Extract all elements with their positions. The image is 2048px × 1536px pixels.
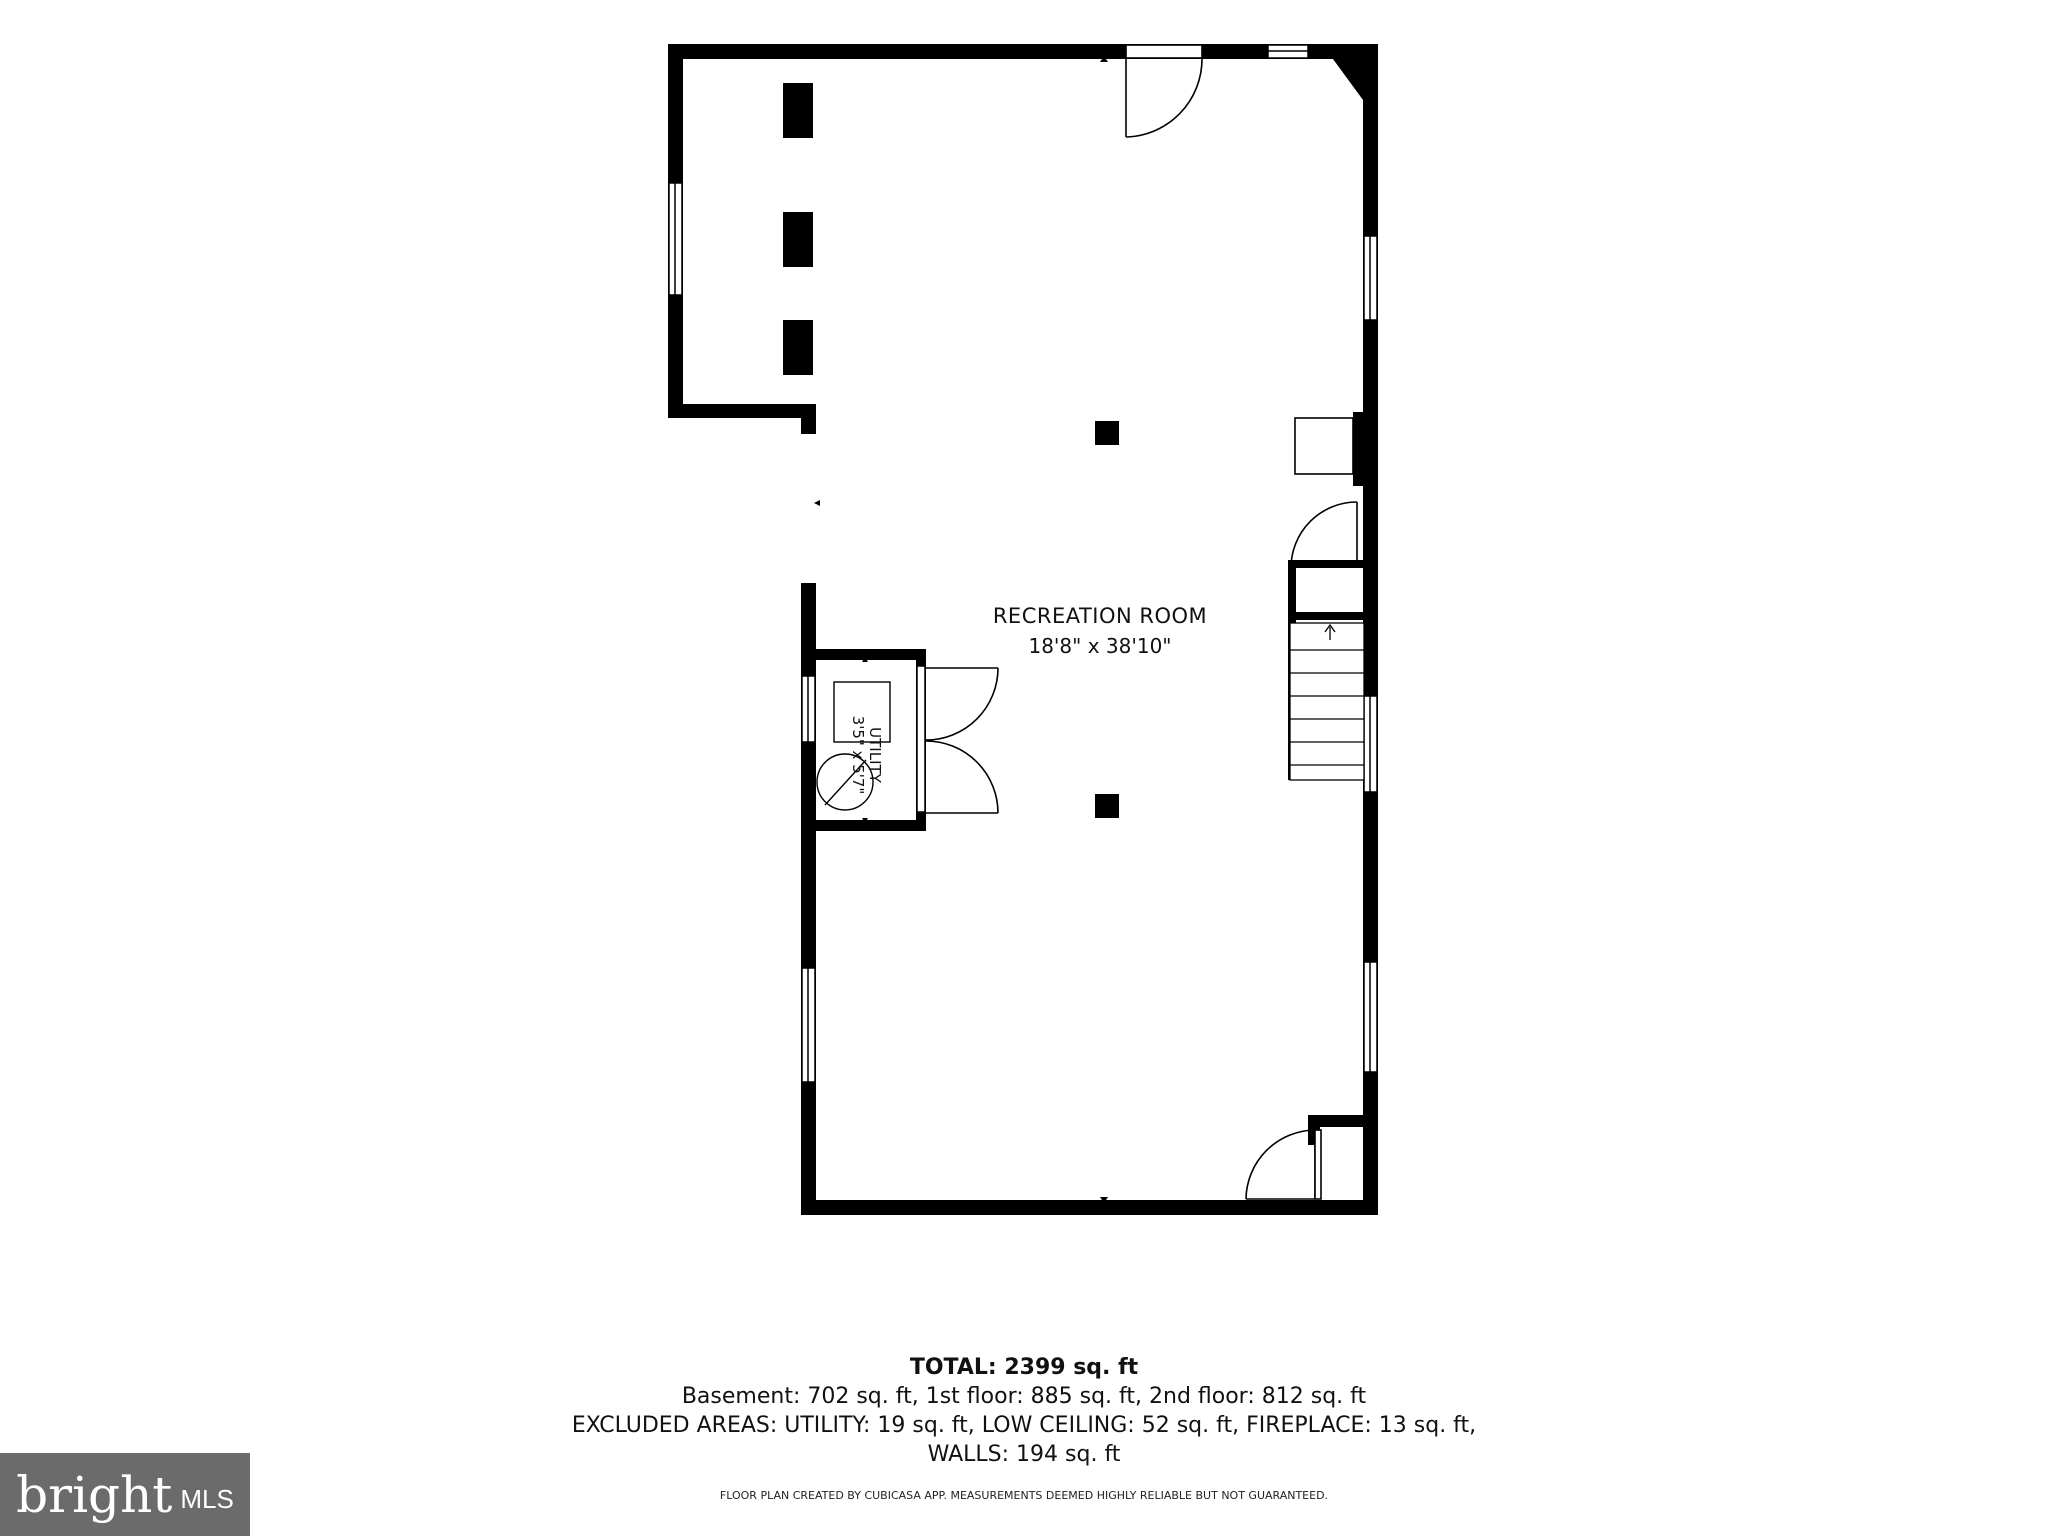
bright-mls-logo: bright MLS [0,1453,250,1536]
fireplace-hearth [1294,417,1354,475]
alcove-block-3 [783,320,813,375]
room-name: RECREATION ROOM [992,604,1208,628]
stairs-outline [1289,622,1365,781]
disclaimer: FLOOR PLAN CREATED BY CUBICASA APP. MEAS… [719,1489,1329,1502]
utility-label: UTILITY 3'5" x 5'7" [849,695,884,815]
water-heater-circle [816,753,874,811]
excluded-areas: EXCLUDED AREAS: UTILITY: 19 sq. ft, LOW … [571,1413,1477,1438]
alcove-block-2 [783,212,813,267]
column-upper [1095,421,1119,445]
wall-bottom [801,1200,1378,1215]
door-top-frame [1125,44,1203,59]
wall-alcove-stub [801,404,816,434]
utility-fixtures [816,681,891,811]
utility-dimensions: 3'5" x 5'7" [849,715,867,795]
wall-corner-chamfer [1322,44,1378,100]
window-utility-right [916,665,926,813]
wall-alcove-bottom [668,404,816,418]
walls-area: WALLS: 194 sq. ft [927,1442,1121,1467]
markers [814,56,1108,1203]
wall-utility-bottom [801,820,926,831]
doors [925,44,1358,1200]
wall-closet-mid [1288,612,1368,620]
utility-name: UTILITY [866,727,884,783]
logo-brand: bright [16,1465,173,1524]
logo-suffix: MLS [180,1484,234,1514]
wall-br-closet-top [1308,1115,1378,1127]
exterior-walls [668,44,1378,1215]
staircase [1289,622,1365,781]
fireplace-wall [1353,412,1378,486]
wall-closet-top [1288,560,1368,568]
total-area: TOTAL: 2399 sq. ft [909,1355,1139,1380]
column-lower [1095,794,1119,818]
room-dimensions: 18'8" x 38'10" [1028,634,1172,658]
wall-right [1363,44,1378,1215]
water-heater-box [833,681,891,743]
windows [668,44,1378,1083]
floor-breakdown: Basement: 702 sq. ft, 1st floor: 885 sq.… [681,1384,1367,1409]
wall-utility-top [801,649,926,660]
alcove-block-1 [783,83,813,138]
